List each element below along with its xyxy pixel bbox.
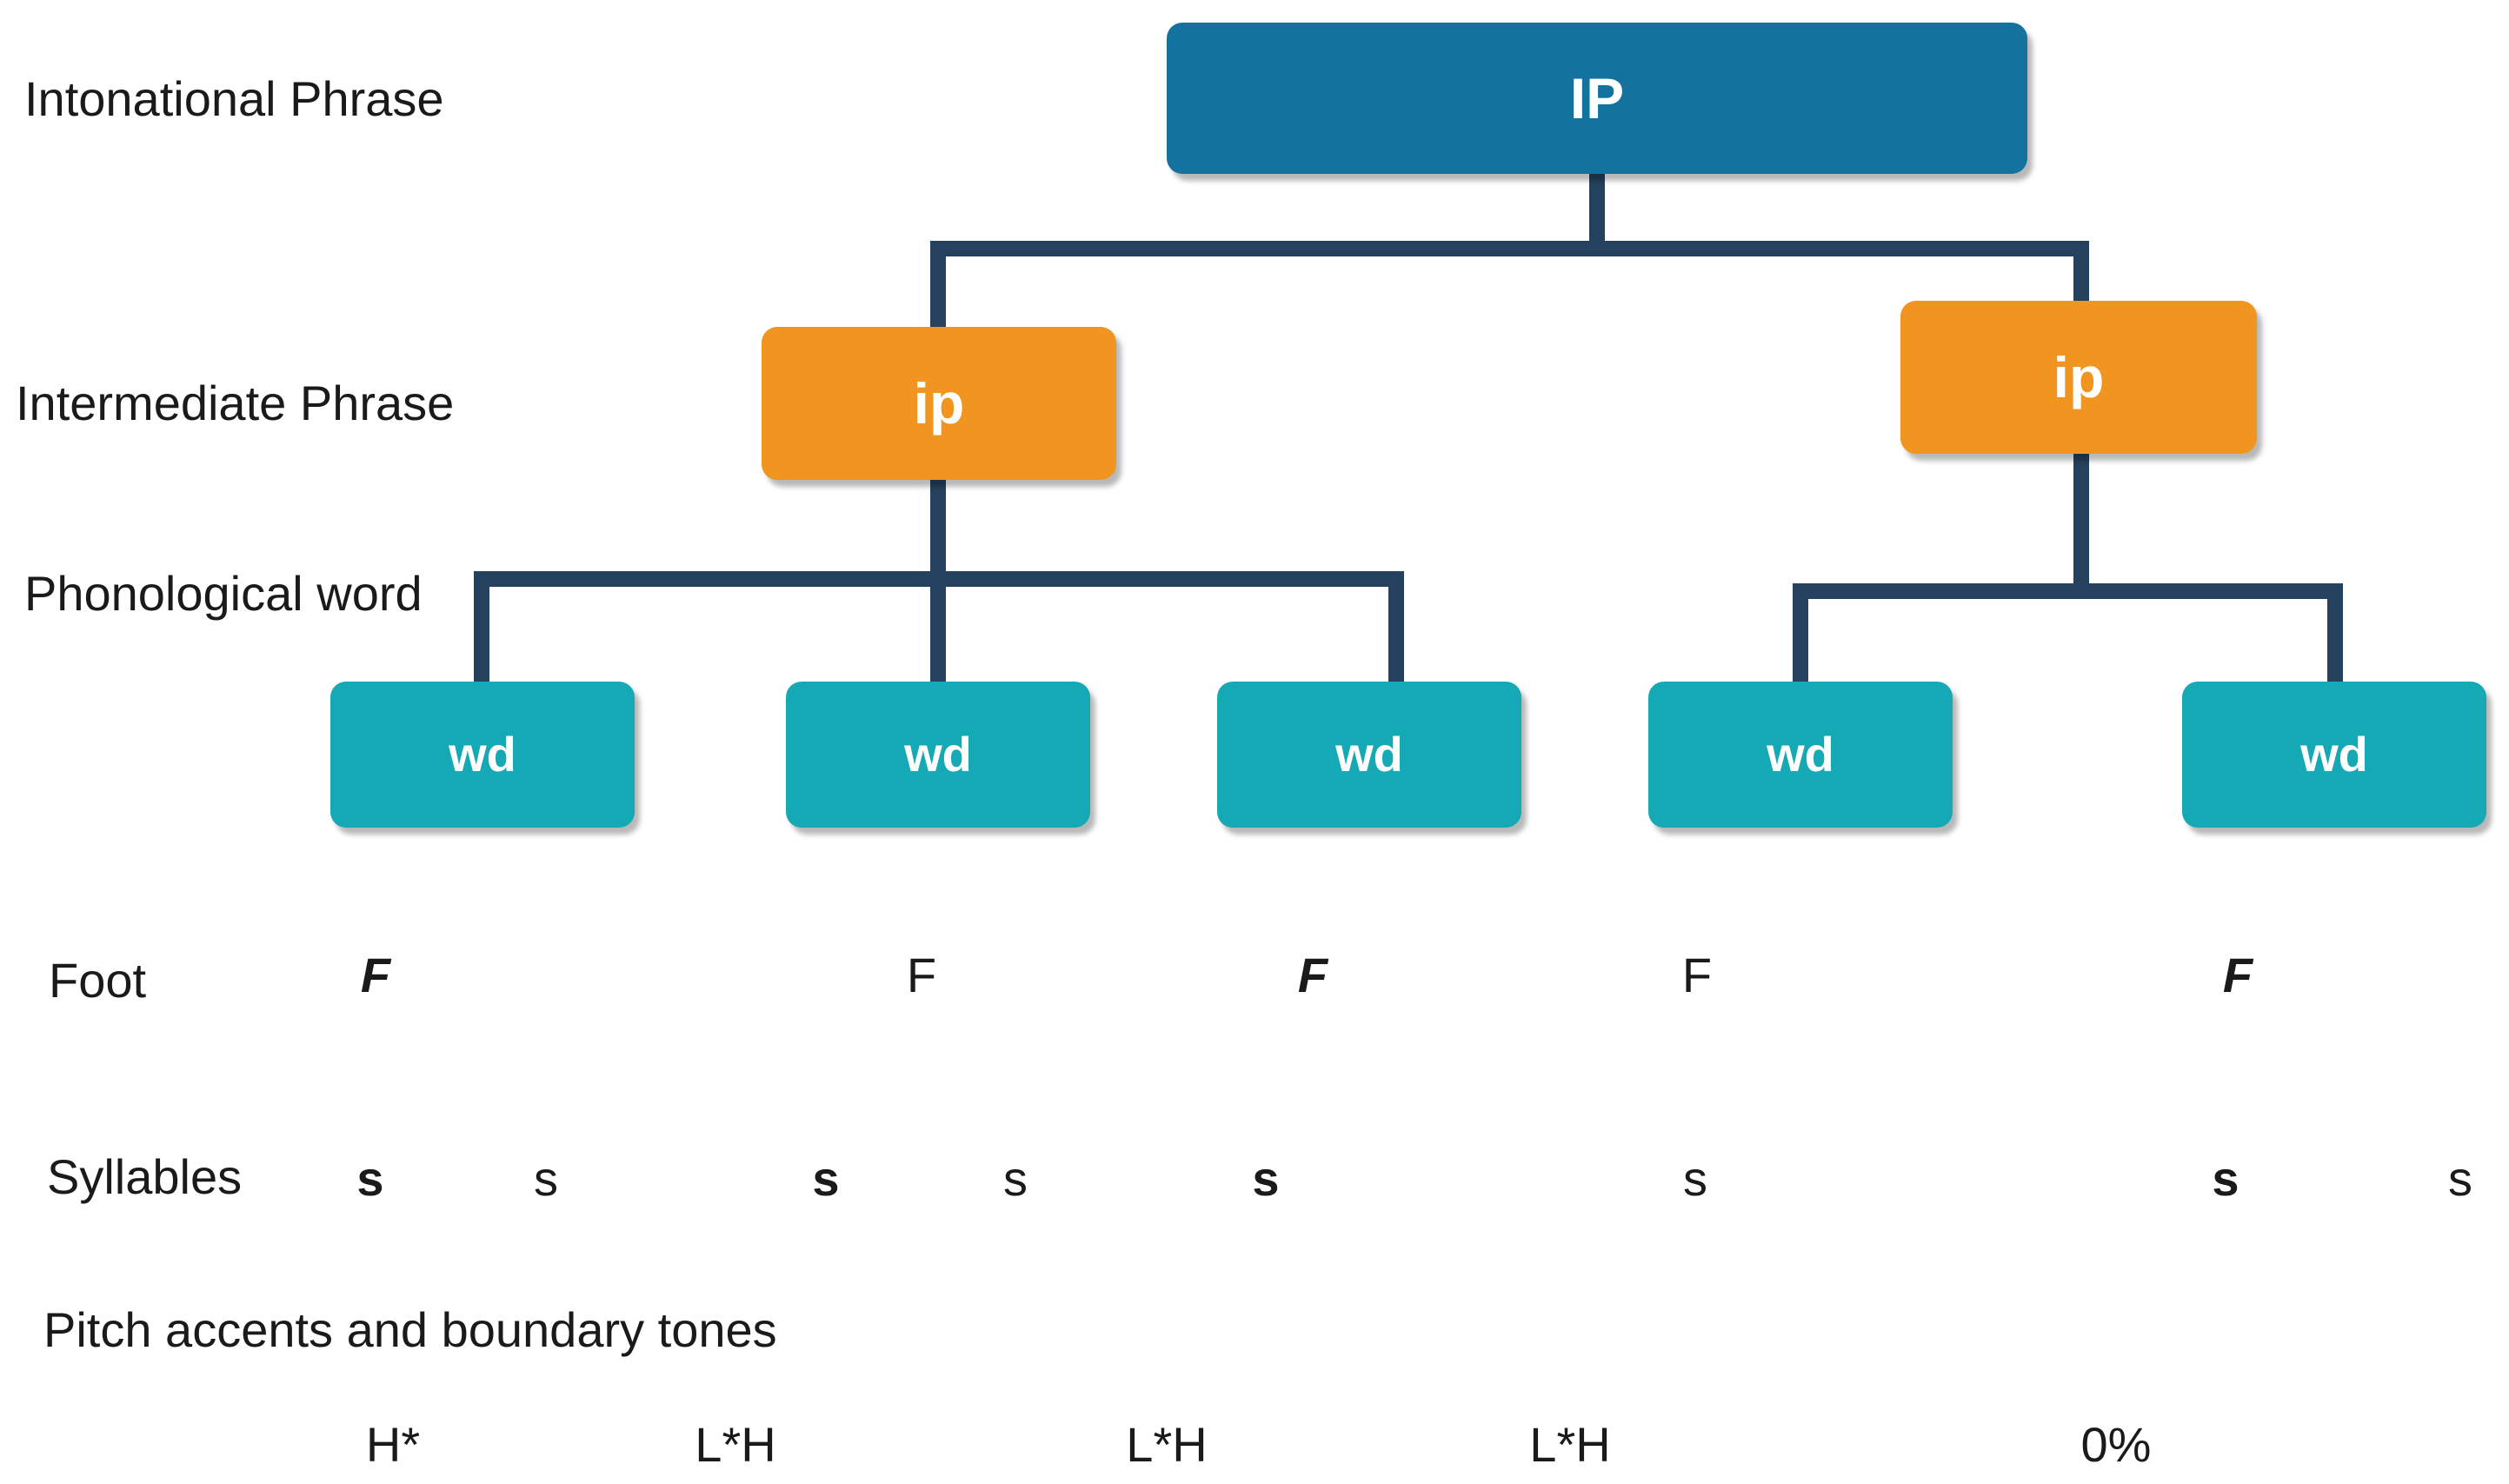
- syllable-8: s: [2448, 1151, 2472, 1206]
- node-word-4: wd: [1648, 682, 1953, 828]
- label-syllables: Syllables: [47, 1149, 243, 1204]
- label-intonational-phrase: Intonational Phrase: [24, 71, 444, 126]
- node-label: wd: [2300, 727, 2368, 782]
- foot-1: F: [360, 948, 391, 1002]
- tone-2: L*H: [695, 1417, 776, 1472]
- syllable-6: s: [1683, 1151, 1707, 1206]
- label-foot: Foot: [49, 953, 147, 1008]
- syllable-1: s: [356, 1151, 384, 1206]
- syllable-4: s: [1003, 1151, 1028, 1206]
- node-intonational-phrase: IP: [1167, 23, 2027, 174]
- tone-4: L*H: [1529, 1417, 1611, 1472]
- label-pitch-accents: Pitch accents and boundary tones: [43, 1302, 777, 1357]
- tone-5: 0%: [2080, 1417, 2152, 1472]
- node-word-3: wd: [1217, 682, 1521, 828]
- label-phonological-word: Phonological word: [24, 566, 423, 621]
- node-label: ip: [913, 371, 965, 436]
- node-label: ip: [2053, 345, 2105, 409]
- foot-5: F: [2222, 948, 2253, 1002]
- foot-4: F: [1681, 948, 1713, 1002]
- node-word-2: wd: [786, 682, 1090, 828]
- tone-3: L*H: [1126, 1417, 1208, 1472]
- node-label: wd: [449, 727, 516, 782]
- node-label: IP: [1569, 66, 1625, 130]
- node-word-5: wd: [2182, 682, 2486, 828]
- syllable-5: s: [1252, 1151, 1280, 1206]
- node-label: wd: [1335, 727, 1403, 782]
- tone-1: H*: [365, 1417, 421, 1472]
- label-intermediate-phrase: Intermediate Phrase: [16, 376, 455, 430]
- syllable-7: s: [2212, 1151, 2239, 1206]
- syllable-3: s: [812, 1151, 840, 1206]
- node-intermediate-phrase-right: ip: [1900, 301, 2257, 454]
- node-label: wd: [1767, 727, 1834, 782]
- node-word-1: wd: [330, 682, 635, 828]
- node-intermediate-phrase-left: ip: [762, 327, 1116, 480]
- node-label: wd: [904, 727, 972, 782]
- foot-3: F: [1297, 948, 1328, 1002]
- syllable-2: s: [534, 1151, 558, 1206]
- foot-2: F: [906, 948, 937, 1002]
